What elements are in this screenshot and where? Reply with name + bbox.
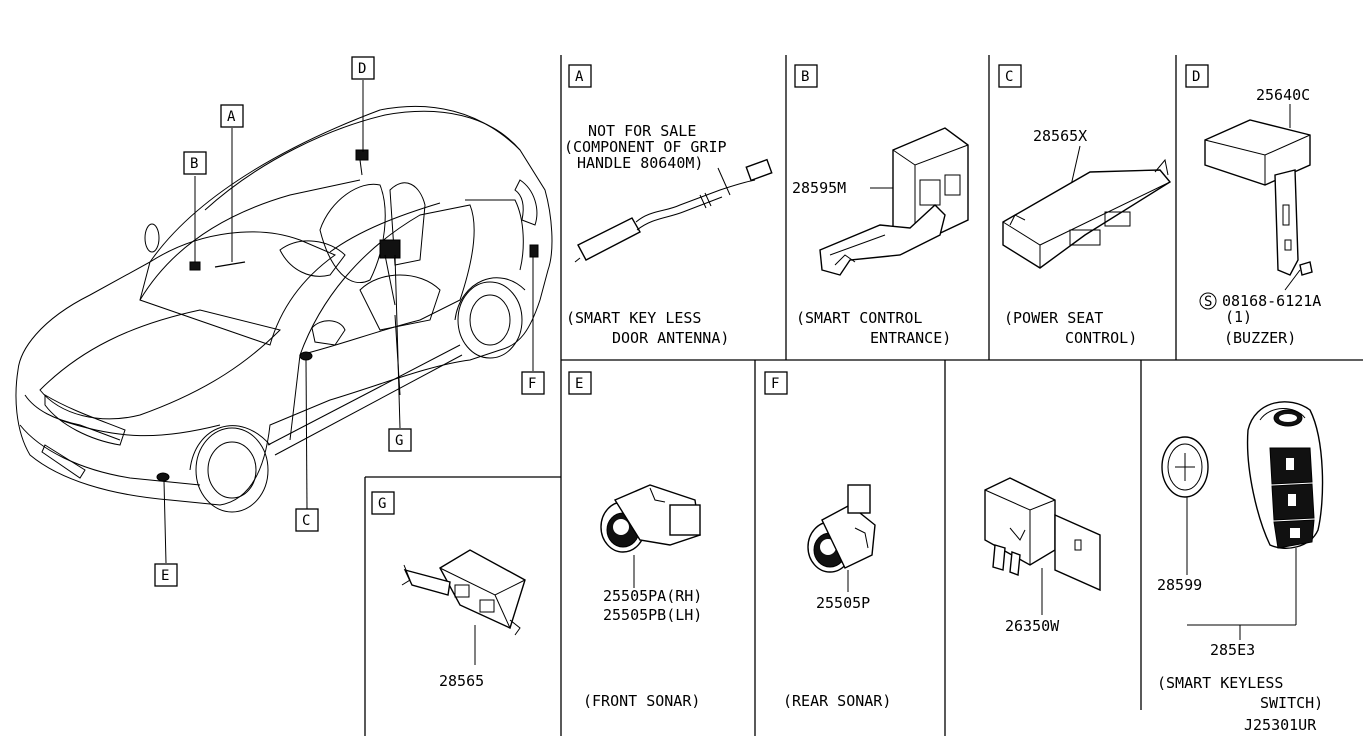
svg-text:DOOR ANTENNA): DOOR ANTENNA) (612, 329, 729, 347)
callout-c: C (295, 508, 319, 532)
svg-text:(SMART KEY LESS: (SMART KEY LESS (566, 309, 701, 327)
svg-text:E: E (575, 376, 583, 392)
svg-text:B: B (801, 69, 809, 85)
svg-text:25505PA(RH): 25505PA(RH) (603, 587, 702, 605)
panel-letter-e: E (568, 371, 592, 395)
antenna-unit-drawing (401, 549, 526, 636)
panel-f: 25505P (REAR SONAR) (783, 484, 891, 710)
panel-letter-a: A (568, 64, 592, 88)
svg-text:28565X: 28565X (1033, 127, 1087, 145)
callout-b: B (183, 151, 207, 175)
svg-text:D: D (1192, 69, 1200, 85)
panel-keyless: 28599 285E3 (SMART KEYLESS SWITCH) (1157, 401, 1324, 712)
panel-letters: A B C D E F G (371, 64, 1209, 515)
svg-text:28565: 28565 (439, 672, 484, 690)
svg-text:G: G (378, 496, 386, 512)
svg-text:ENTRANCE): ENTRANCE) (870, 329, 951, 347)
bolt-symbol-icon (1199, 292, 1217, 310)
panel-letter-g: G (371, 491, 395, 515)
panel-c: 28565X (POWER SEAT CONTROL) (1002, 127, 1172, 347)
panel-g: 28565 (401, 549, 526, 690)
panel-b: 28595M (SMART CONTROL ENTRANCE) (792, 127, 969, 347)
svg-text:25505P: 25505P (816, 594, 870, 612)
svg-text:S: S (1204, 294, 1212, 310)
svg-text:25505PB(LH): 25505PB(LH) (603, 606, 702, 624)
power-seat-control-drawing (1002, 158, 1172, 269)
rear-sonar-drawing (807, 484, 876, 573)
svg-text:(BUZZER): (BUZZER) (1224, 329, 1296, 347)
svg-text:28595M: 28595M (792, 179, 846, 197)
svg-text:G: G (395, 433, 403, 449)
svg-text:A: A (575, 69, 584, 85)
door-antenna-drawing (574, 158, 773, 263)
svg-text:(POWER SEAT: (POWER SEAT (1004, 309, 1103, 327)
smart-control-unit-drawing (819, 127, 969, 276)
car-callouts: D A B F G C E (154, 56, 545, 587)
panel-letter-b: B (794, 64, 818, 88)
svg-text:CONTROL): CONTROL) (1065, 329, 1137, 347)
svg-text:285E3: 285E3 (1210, 641, 1255, 659)
svg-text:B: B (190, 156, 198, 172)
panel-e: 25505PA(RH) 25505PB(LH) (FRONT SONAR) (583, 484, 702, 710)
callout-d: D (351, 56, 375, 80)
svg-text:E: E (161, 568, 169, 584)
svg-text:26350W: 26350W (1005, 617, 1060, 635)
svg-text:(SMART KEYLESS: (SMART KEYLESS (1157, 674, 1283, 692)
panel-module: 26350W (984, 477, 1101, 635)
svg-text:08168-6121A: 08168-6121A (1222, 292, 1321, 310)
car-illustration (15, 80, 553, 564)
panel-letter-c: C (998, 64, 1022, 88)
callout-a: A (220, 104, 244, 128)
svg-text:(FRONT SONAR): (FRONT SONAR) (583, 692, 700, 710)
front-sonar-drawing (600, 484, 701, 553)
panel-grid (364, 55, 1363, 736)
svg-text:F: F (528, 376, 536, 392)
svg-text:D: D (358, 61, 366, 77)
svg-text:25640C: 25640C (1256, 86, 1310, 104)
panel-d: 25640C S 08168-6121A (1) (BUZZER) (1199, 86, 1321, 347)
panel-a: NOT FOR SALE (COMPONENT OF GRIP HANDLE 8… (564, 122, 773, 347)
panel-letter-f: F (764, 371, 788, 395)
svg-text:(REAR SONAR): (REAR SONAR) (783, 692, 891, 710)
callout-g: G (388, 428, 412, 452)
svg-text:(1): (1) (1225, 308, 1252, 326)
callout-e: E (154, 563, 178, 587)
svg-text:28599: 28599 (1157, 576, 1202, 594)
svg-text:NOT FOR SALE: NOT FOR SALE (588, 122, 696, 140)
svg-text:C: C (302, 513, 310, 529)
svg-text:HANDLE 80640M): HANDLE 80640M) (577, 154, 703, 172)
diagram-id: J25301UR (1244, 716, 1317, 734)
svg-text:SWITCH): SWITCH) (1260, 694, 1323, 712)
smart-key-fob-drawing (1246, 401, 1324, 549)
buzzer-drawing (1204, 119, 1313, 291)
svg-text:F: F (771, 376, 779, 392)
battery-drawing (1161, 436, 1209, 498)
svg-text:(SMART CONTROL: (SMART CONTROL (796, 309, 922, 327)
callout-f: F (521, 371, 545, 395)
svg-text:C: C (1005, 69, 1013, 85)
svg-text:A: A (227, 109, 236, 125)
panel-letter-d: D (1185, 64, 1209, 88)
module-26350w-drawing (984, 477, 1101, 592)
svg-text:(COMPONENT OF GRIP: (COMPONENT OF GRIP (564, 138, 727, 156)
